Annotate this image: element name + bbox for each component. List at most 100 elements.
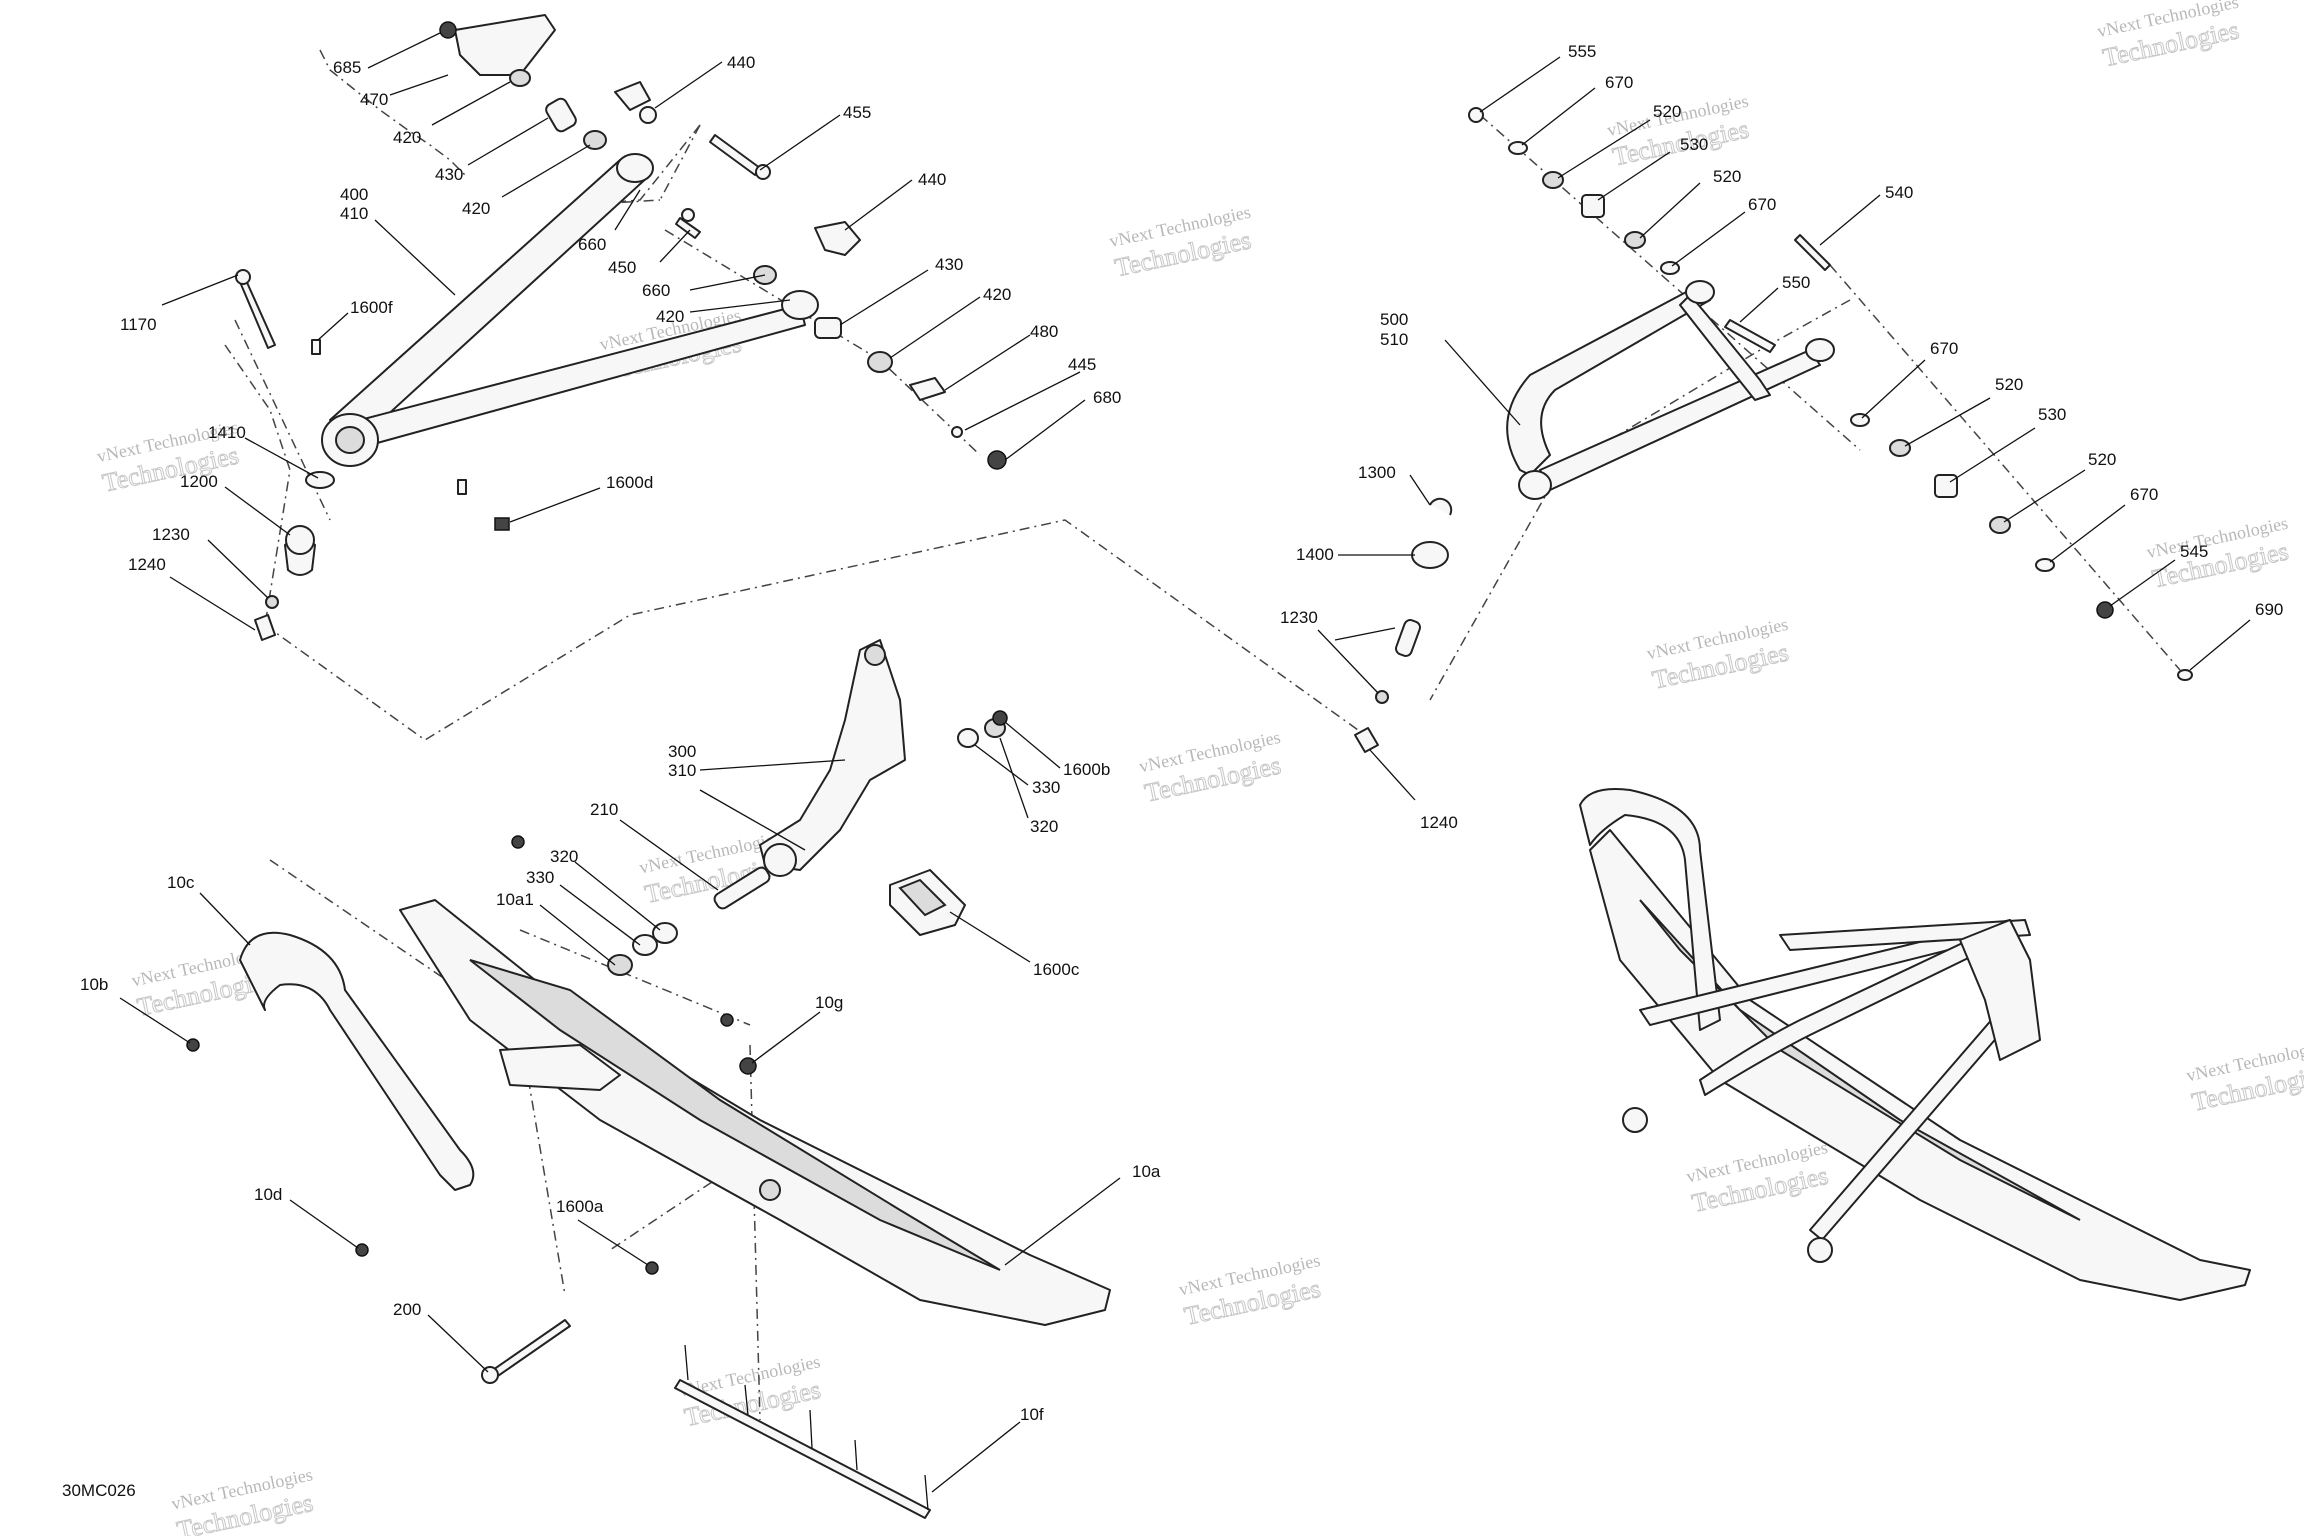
callout-685: 685: [333, 58, 361, 77]
callout-10g: 10g: [815, 993, 843, 1012]
callout-470: 470: [360, 90, 388, 109]
ski-body-10a: [399, 899, 1111, 1326]
bolt-1170-head: [235, 269, 251, 285]
rear-pivot-eye: [781, 290, 819, 320]
bushing-10a1: [607, 954, 633, 976]
clip-1300: [1429, 497, 1453, 516]
ski-keel: [469, 959, 1001, 1271]
sleeve-430b: [814, 317, 842, 339]
callout-1200: 1200: [180, 472, 218, 491]
nut-1600d: [494, 517, 510, 531]
runner-10f: [674, 1379, 931, 1519]
ball-joint-1200-ball: [285, 525, 315, 555]
ski-saddle-hole: [759, 1179, 781, 1201]
callout-430: 430: [435, 165, 463, 184]
front-pivot-eye: [616, 153, 654, 183]
callout-660: 660: [642, 281, 670, 300]
callout-690: 690: [2255, 600, 2283, 619]
washer-670c: [1850, 413, 1870, 427]
screw-upper: [511, 835, 525, 849]
callout-1400: 1400: [1296, 545, 1334, 564]
callout-210: 210: [590, 800, 618, 819]
callout-320: 320: [1030, 817, 1058, 836]
callout-520: 520: [1653, 102, 1681, 121]
washer-1230b: [1375, 690, 1389, 704]
bushing-320b: [652, 922, 678, 944]
callout-670: 670: [1930, 339, 1958, 358]
nut-1600b: [992, 710, 1008, 726]
spindle-300: [759, 639, 906, 871]
callout-1170: 1170: [120, 315, 157, 334]
callout-520: 520: [1995, 375, 2023, 394]
callout-10f: 10f: [1020, 1405, 1044, 1424]
callout-520: 520: [2088, 450, 2116, 469]
callout-1600b: 1600b: [1063, 760, 1110, 779]
callout-1240: 1240: [1420, 813, 1458, 832]
callout-400: 400: [340, 185, 368, 204]
nut-685: [439, 21, 457, 39]
callout-1230: 1230: [152, 525, 190, 544]
bumper-1600c-top: [898, 878, 947, 917]
washer-440: [639, 106, 657, 124]
nut-555: [1468, 107, 1484, 123]
washer-1230: [265, 595, 279, 609]
callout-330: 330: [526, 868, 554, 887]
upper-a-arm-left: [235, 14, 1007, 641]
sleeve-210: [713, 866, 771, 910]
callout-670: 670: [1605, 73, 1633, 92]
callout-1240: 1240: [128, 555, 166, 574]
callout-leaders: [119, 32, 2251, 1493]
callout-455: 455: [843, 103, 871, 122]
callout-540: 540: [1885, 183, 1913, 202]
screw-10d: [355, 1243, 369, 1257]
clip-440: [614, 81, 651, 111]
callout-10d: 10d: [254, 1185, 282, 1204]
assembled-lower-arm: [1699, 929, 1996, 1096]
ring-690: [2177, 669, 2193, 681]
bolt-450: [675, 217, 701, 239]
callout-660: 660: [578, 235, 606, 254]
washer-670b: [1660, 261, 1680, 275]
ball-joint-cup: [335, 426, 365, 454]
pin-1600f: [311, 339, 321, 355]
rod-end-1400: [1411, 541, 1449, 569]
callout-430: 430: [935, 255, 963, 274]
nut-545: [2096, 601, 2114, 619]
callout-200: 200: [393, 1300, 421, 1319]
callout-420: 420: [462, 199, 490, 218]
callout-1600c: 1600c: [1033, 960, 1080, 979]
nut-680: [987, 450, 1007, 470]
bolt-200-head: [481, 1366, 499, 1384]
bushing-330b: [632, 934, 658, 956]
callout-420: 420: [656, 307, 684, 326]
callout-500: 500: [1380, 310, 1408, 329]
callout-1410: 1410: [208, 423, 246, 442]
spindle-assembly: [607, 639, 1008, 976]
ski-handle-10c: [239, 931, 475, 1191]
sleeve-530b: [1934, 474, 1958, 498]
callout-510: 510: [1380, 330, 1408, 349]
diagram-code: 30MC026: [62, 1481, 136, 1500]
callout-445: 445: [1068, 355, 1096, 374]
callout-1300: 1300: [1358, 463, 1396, 482]
nut-1240b: [1354, 727, 1379, 753]
callout-670: 670: [1748, 195, 1776, 214]
callout-1600f: 1600f: [350, 298, 393, 317]
assembled-arm-end-b: [1807, 1237, 1833, 1263]
bracket-440b: [814, 221, 861, 256]
ski-logo-panel: [499, 1044, 621, 1091]
bolt-1170: [239, 277, 276, 349]
callout-1600a: 1600a: [556, 1197, 604, 1216]
nut-1600a: [645, 1261, 659, 1275]
pin-1600d-top: [457, 479, 467, 495]
callout-550: 550: [1782, 273, 1810, 292]
callout-440: 440: [918, 170, 946, 189]
callout-530: 530: [1680, 135, 1708, 154]
bolt-200: [489, 1319, 571, 1379]
callout-670: 670: [2130, 485, 2158, 504]
spindle-bottom-boss: [763, 843, 797, 877]
ring-445: [951, 426, 963, 438]
bolt-450-head: [681, 208, 695, 222]
